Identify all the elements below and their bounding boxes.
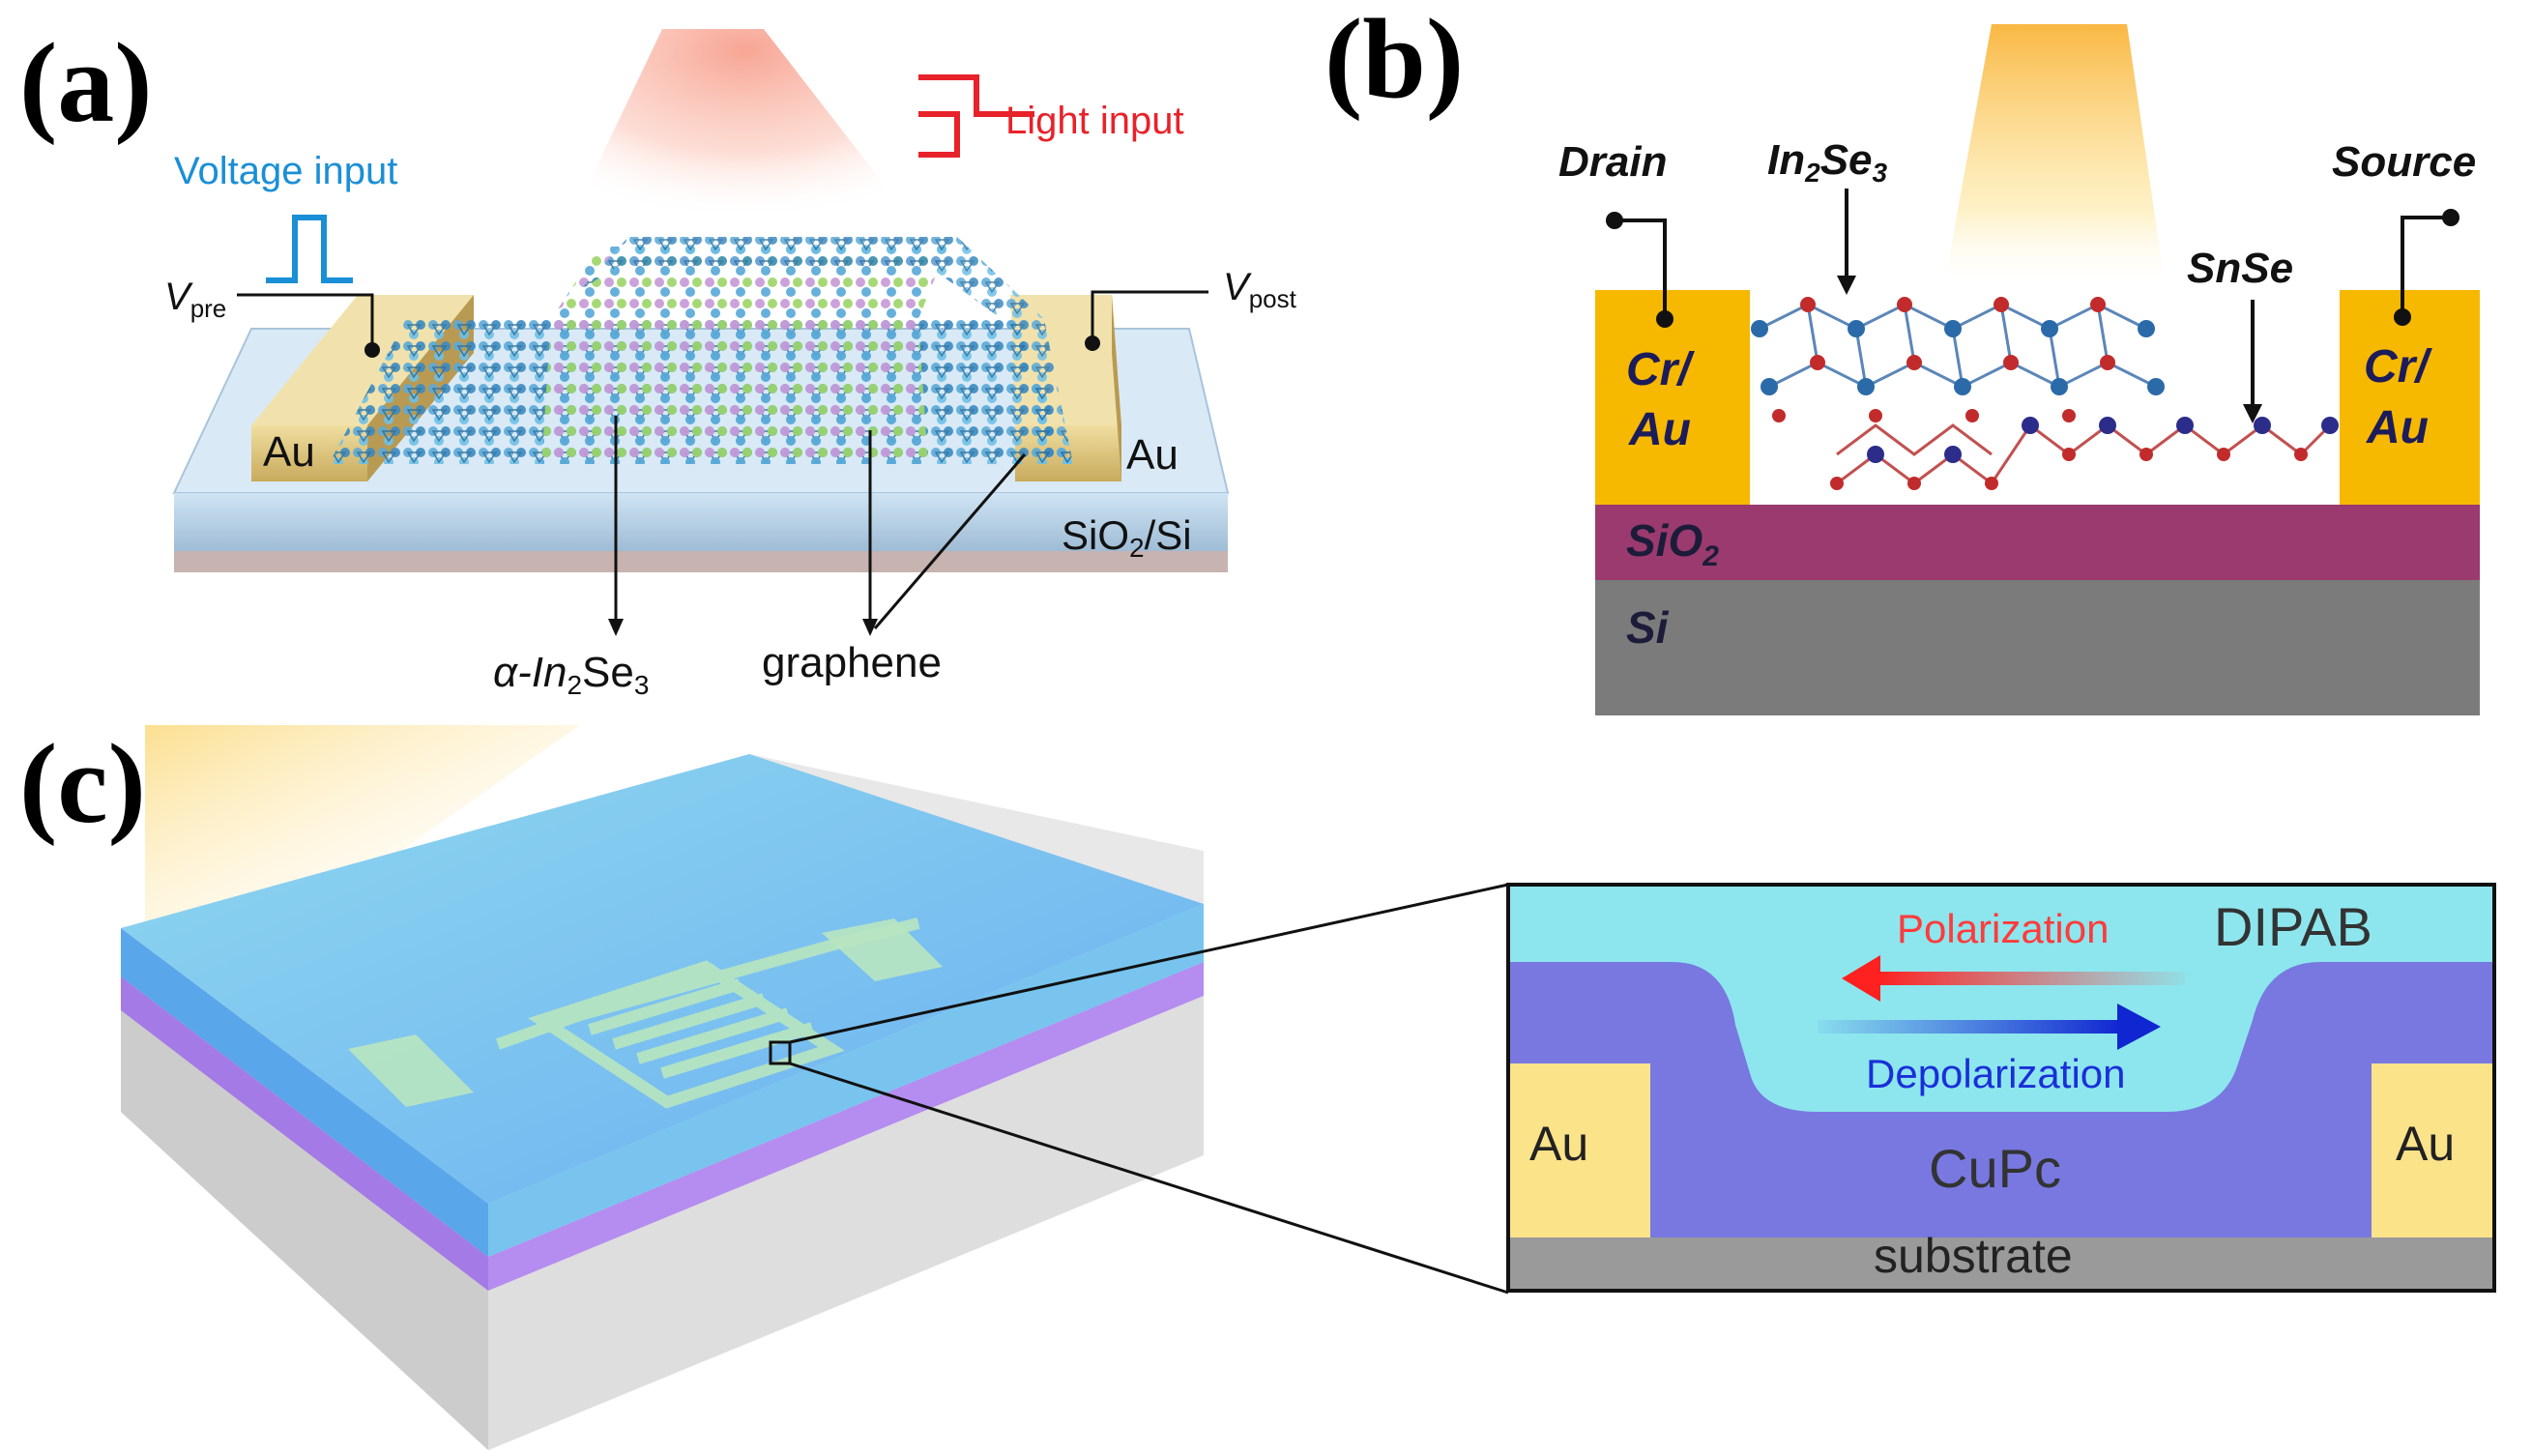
cr-au-left-block <box>1595 290 1750 508</box>
au-right-label-a: Au <box>1126 431 1179 479</box>
panel-c-label: (c) <box>19 720 146 847</box>
light-beam-a <box>561 29 928 242</box>
substrate-si-a <box>174 551 1228 572</box>
polarization-label: Polarization <box>1897 906 2109 951</box>
depolarization-label: Depolarization <box>1866 1051 2126 1096</box>
source-label: Source <box>2332 138 2476 186</box>
in2se3-label-b: In2Se3 <box>1767 136 1888 188</box>
zoom-line-bottom <box>789 1062 1509 1295</box>
panel-a-label: (a) <box>19 19 153 146</box>
contact-pad-right-c <box>822 918 943 981</box>
substrate-side-right-c <box>488 996 1204 1450</box>
depolarization-arrow-shaft <box>1818 1020 2122 1034</box>
cr-au-right-line2: Au <box>2366 402 2429 453</box>
cr-au-left-line2: Au <box>1628 404 1691 455</box>
substrate-front-a <box>174 493 1228 551</box>
zoom-box-c <box>769 1040 792 1065</box>
si-layer-b <box>1595 580 2480 715</box>
inset-cross-section <box>1506 883 2496 1293</box>
au-right-inset <box>2372 1063 2492 1238</box>
snse-lattice <box>1830 417 2339 490</box>
v-pre-lead <box>237 293 374 350</box>
depolarization-arrowhead <box>2117 1004 2161 1050</box>
contact-pad-left-c <box>348 1034 474 1107</box>
cr-au-right-line1: Cr/ <box>2364 341 2432 393</box>
v-post-label: Vpost <box>1223 266 1297 313</box>
au-right-label-c: Au <box>2396 1117 2455 1171</box>
panel-b: (b) Drain <box>1324 0 2480 715</box>
light-pulse-icon <box>918 74 1034 158</box>
si-label-b: Si <box>1626 602 1670 653</box>
graphene-label: graphene <box>762 639 942 686</box>
cupc-side-left-c <box>121 976 488 1291</box>
v-pre-label: Vpre <box>164 276 226 323</box>
in2se3-lattice <box>1759 303 2157 389</box>
in2se3-atoms <box>1751 297 2165 422</box>
voltage-input-label: Voltage input <box>174 150 397 192</box>
sio2-label-b: SiO2 <box>1626 515 1719 572</box>
graphene-pointer-2 <box>873 453 1027 629</box>
polarization-arrowhead <box>1842 955 1880 1002</box>
alpha-in2se3-layer <box>541 247 947 464</box>
light-input-label: Light input <box>1005 100 1184 142</box>
voltage-pulse-icon <box>266 215 353 283</box>
snse-label: SnSe <box>2187 245 2293 292</box>
cupc-side-right-c <box>488 962 1204 1291</box>
substrate-side-left-c <box>121 996 488 1450</box>
dipab-label: DIPAB <box>2214 896 2372 957</box>
au-left-label-a: Au <box>263 428 315 476</box>
sio2-layer-b <box>1595 505 2480 582</box>
drain-lead <box>1615 218 1667 319</box>
substrate-label-c: substrate <box>1874 1229 2073 1283</box>
panel-a: (a) Light input Voltage input Au Au <box>19 19 1297 700</box>
alpha-in2se3-label: α-In2Se3 <box>493 649 649 700</box>
v-post-contact <box>1085 335 1100 351</box>
substrate-inset <box>1508 1238 2494 1291</box>
dipab-side-left-c <box>121 928 488 1257</box>
v-pre-contact <box>364 342 380 358</box>
cr-au-right-block <box>2340 290 2480 508</box>
graphene-top-layer <box>580 237 1073 464</box>
cupc-label: CuPc <box>1929 1138 2061 1199</box>
light-beam-b <box>1943 24 2166 290</box>
v-post-lead <box>1091 290 1208 343</box>
light-beam-c <box>145 725 580 928</box>
drain-label: Drain <box>1558 138 1667 186</box>
sio2-si-label-a: SiO2/Si <box>1062 512 1192 563</box>
panel-c: (c) <box>19 720 2496 1450</box>
au-left-inset <box>1510 1063 1650 1238</box>
au-left-label-c: Au <box>1529 1117 1588 1171</box>
cr-au-left-line1: Cr/ <box>1626 344 1695 395</box>
cupc-layer-c <box>1508 962 2494 1238</box>
polarization-arrow-shaft <box>1876 972 2185 985</box>
source-lead <box>2401 216 2451 317</box>
zoom-line-top <box>789 883 1509 1044</box>
panel-b-label: (b) <box>1324 0 1464 122</box>
